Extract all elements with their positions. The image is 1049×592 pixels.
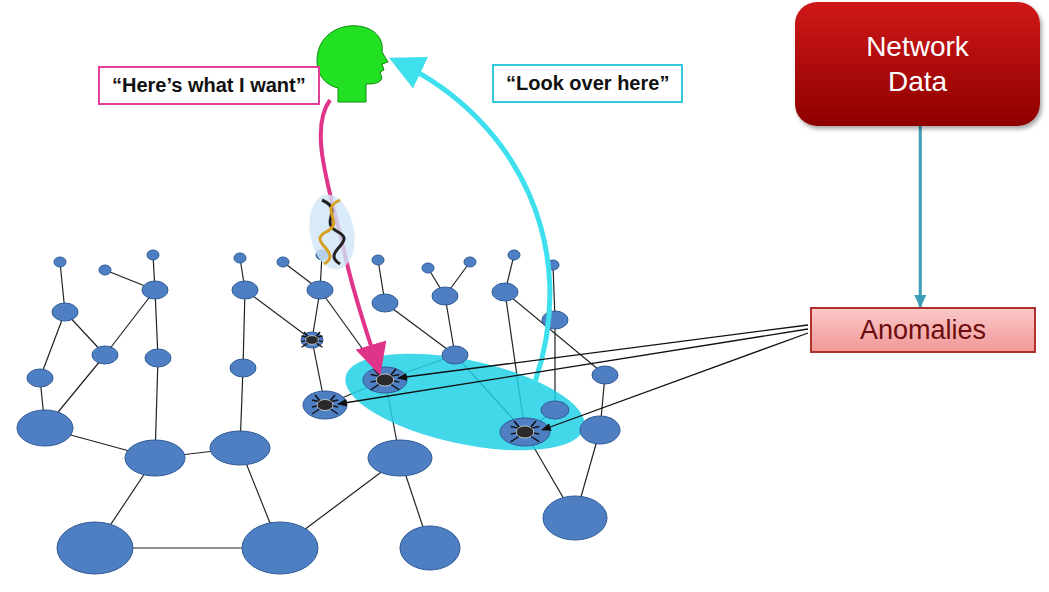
network-node	[145, 349, 171, 367]
bug-icons	[302, 332, 540, 442]
network-node	[125, 440, 185, 476]
network-nodes	[17, 250, 620, 574]
network-node	[580, 416, 620, 444]
network-node	[372, 294, 398, 312]
bug-icon	[302, 332, 323, 347]
network-node	[54, 257, 66, 267]
network-node	[372, 255, 384, 265]
network-node	[301, 332, 323, 348]
network-node	[543, 496, 607, 540]
network-node	[230, 359, 256, 377]
request-label-box: “Here’s what I want”	[98, 66, 320, 105]
network-link	[245, 290, 312, 340]
network-node	[147, 250, 159, 260]
anomalies-box: Anomalies	[810, 307, 1036, 353]
network-node	[368, 440, 432, 476]
network-node	[92, 346, 118, 364]
human-head	[317, 26, 388, 102]
anomaly-leaders	[338, 325, 808, 430]
bug-body	[317, 400, 333, 411]
network-link	[243, 290, 245, 368]
node-text: “Here’s what I want”	[112, 74, 306, 97]
dna-icon	[304, 191, 361, 273]
network-link	[155, 290, 158, 358]
network-node	[232, 281, 258, 299]
network-node	[303, 391, 347, 419]
network-node	[541, 401, 569, 419]
network-node	[57, 522, 133, 574]
node-text: “Look over here”	[506, 72, 669, 95]
network-node	[508, 250, 520, 260]
bug-body	[306, 336, 319, 345]
node-text: Network Data	[843, 29, 993, 99]
network-node	[432, 287, 458, 305]
network-link	[105, 290, 155, 355]
network-node	[52, 303, 78, 321]
data-source-box: Network Data	[795, 2, 1040, 126]
network-link	[385, 303, 455, 355]
bug-icon	[511, 421, 540, 442]
network-node	[363, 367, 407, 393]
network-node	[442, 346, 468, 364]
network-node	[422, 263, 434, 273]
network-node	[492, 283, 518, 301]
network-node	[234, 253, 246, 263]
bug-body	[376, 374, 394, 386]
network-node	[210, 431, 270, 465]
network-node	[400, 526, 460, 570]
network-node	[500, 418, 550, 446]
flow-arrow	[919, 126, 922, 307]
network-node	[142, 281, 168, 299]
feedback-arrow	[398, 62, 550, 382]
network-node	[99, 265, 111, 275]
network-node	[307, 281, 333, 299]
node-text: Anomalies	[860, 315, 986, 346]
network-node	[277, 257, 289, 267]
network-node	[242, 522, 318, 574]
bug-icon	[312, 395, 338, 414]
network-link	[40, 312, 65, 378]
feedback-label-box: “Look over here”	[492, 64, 683, 103]
bug-icon	[371, 369, 400, 390]
network-node	[464, 257, 476, 267]
bug-body	[516, 426, 534, 438]
network-node	[17, 410, 73, 446]
network-links	[40, 255, 605, 548]
network-node	[592, 366, 618, 384]
network-node	[27, 369, 53, 387]
